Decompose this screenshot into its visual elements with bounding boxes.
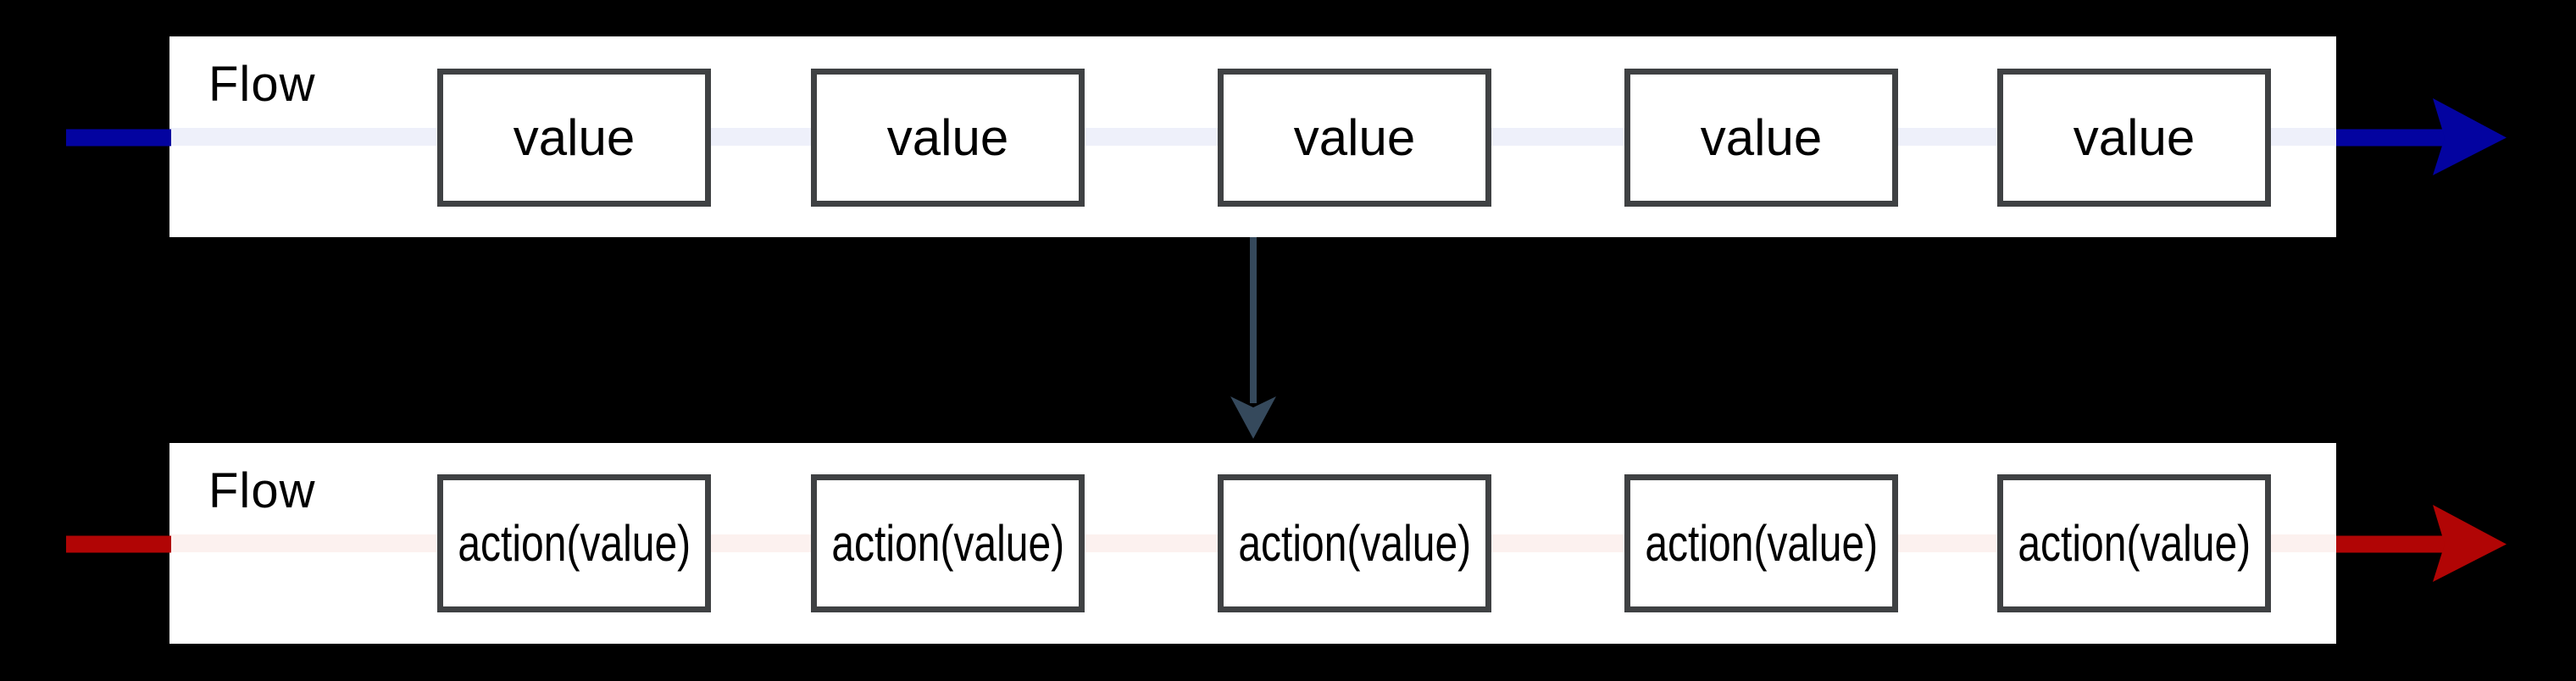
action-box-4-label: action(value) (1645, 515, 1878, 572)
value-box-1: value (437, 69, 711, 207)
blue-arrow-exit-shaft (2336, 129, 2445, 147)
value-box-3-label: value (1293, 109, 1416, 166)
blue-arrow-entry-stub (66, 129, 171, 147)
red-arrow-entry-stub (66, 535, 171, 553)
action-box-5-label: action(value) (2018, 515, 2251, 572)
value-box-5-label: value (2073, 109, 2196, 166)
blue-arrowhead-right-icon (2433, 98, 2507, 175)
flow-band-top: Flow value value value value value (169, 36, 2336, 237)
action-box-1: action(value) (437, 474, 711, 612)
value-box-2: value (811, 69, 1085, 207)
action-box-1-label: action(value) (458, 515, 691, 572)
action-box-5: action(value) (1997, 474, 2271, 612)
red-arrowhead-right-icon (2433, 505, 2507, 582)
flow-label-bottom: Flow (208, 463, 316, 518)
action-box-2-label: action(value) (831, 515, 1064, 572)
value-box-4-label: value (1700, 109, 1823, 166)
value-box-4: value (1624, 69, 1898, 207)
action-box-3-label: action(value) (1238, 515, 1471, 572)
value-box-5: value (1997, 69, 2271, 207)
red-arrow-exit-shaft (2336, 535, 2445, 553)
action-box-4: action(value) (1624, 474, 1898, 612)
flow-band-bottom: Flow action(value) action(value) action(… (169, 443, 2336, 644)
action-box-2: action(value) (811, 474, 1085, 612)
action-box-3: action(value) (1218, 474, 1491, 612)
flow-label-top: Flow (208, 57, 316, 112)
value-box-2-label: value (886, 109, 1009, 166)
value-box-1-label: value (513, 109, 636, 166)
down-connector-arrow (1230, 237, 1276, 439)
down-arrowhead-icon (1230, 396, 1276, 439)
value-box-3: value (1218, 69, 1491, 207)
down-connector-shaft (1250, 237, 1257, 403)
